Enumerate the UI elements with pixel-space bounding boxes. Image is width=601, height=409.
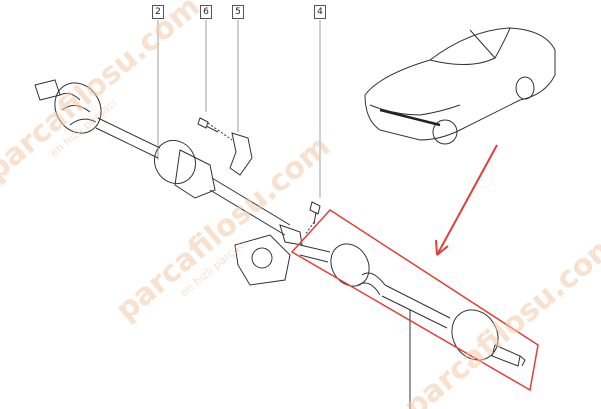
replacement-outer-boot xyxy=(451,309,499,361)
car-illustration xyxy=(364,27,556,145)
outer-cv-boot xyxy=(54,82,102,134)
highlight-box xyxy=(290,209,539,392)
tripod-housing xyxy=(174,149,216,199)
plate-5 xyxy=(229,132,253,176)
replacement-axle xyxy=(381,284,451,329)
axle-shaft-left xyxy=(95,117,161,159)
callout-5: 5 xyxy=(232,5,244,19)
callout-2: 2 xyxy=(152,5,164,19)
callout-6: 6 xyxy=(200,5,212,19)
callout-4: 4 xyxy=(314,5,326,19)
bolt-4 xyxy=(309,201,321,225)
bearing-bracket xyxy=(234,234,291,286)
replacement-inner-boot xyxy=(330,243,370,287)
bolt-6 xyxy=(197,117,219,133)
highlight-arrow xyxy=(436,144,498,256)
inner-cv-boot xyxy=(153,139,197,185)
